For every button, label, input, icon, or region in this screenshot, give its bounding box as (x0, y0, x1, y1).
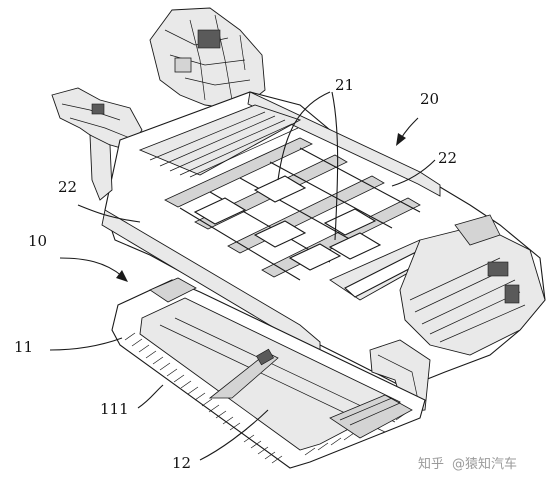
label-20: 20 (420, 90, 439, 108)
vehicle-body-floor (51, 7, 546, 413)
label-11: 11 (14, 338, 33, 356)
label-10: 10 (28, 232, 47, 250)
leader-lines (49, 91, 436, 461)
floor-crossmembers (164, 137, 421, 281)
label-111: 111 (100, 400, 129, 418)
label-21: 21 (335, 76, 354, 94)
label-12: 12 (172, 454, 191, 472)
label-22-right: 22 (438, 149, 457, 167)
label-22-left: 22 (58, 178, 77, 196)
tray-frame-ribs (124, 332, 407, 464)
watermark: 知乎 @猿知汽车 (418, 456, 517, 472)
battery-assembly (111, 277, 426, 469)
watermark-site: 知乎 (418, 456, 444, 472)
part-labels: 21 20 22 22 10 11 111 12 (14, 76, 457, 472)
watermark-author: @猿知汽车 (452, 456, 517, 472)
